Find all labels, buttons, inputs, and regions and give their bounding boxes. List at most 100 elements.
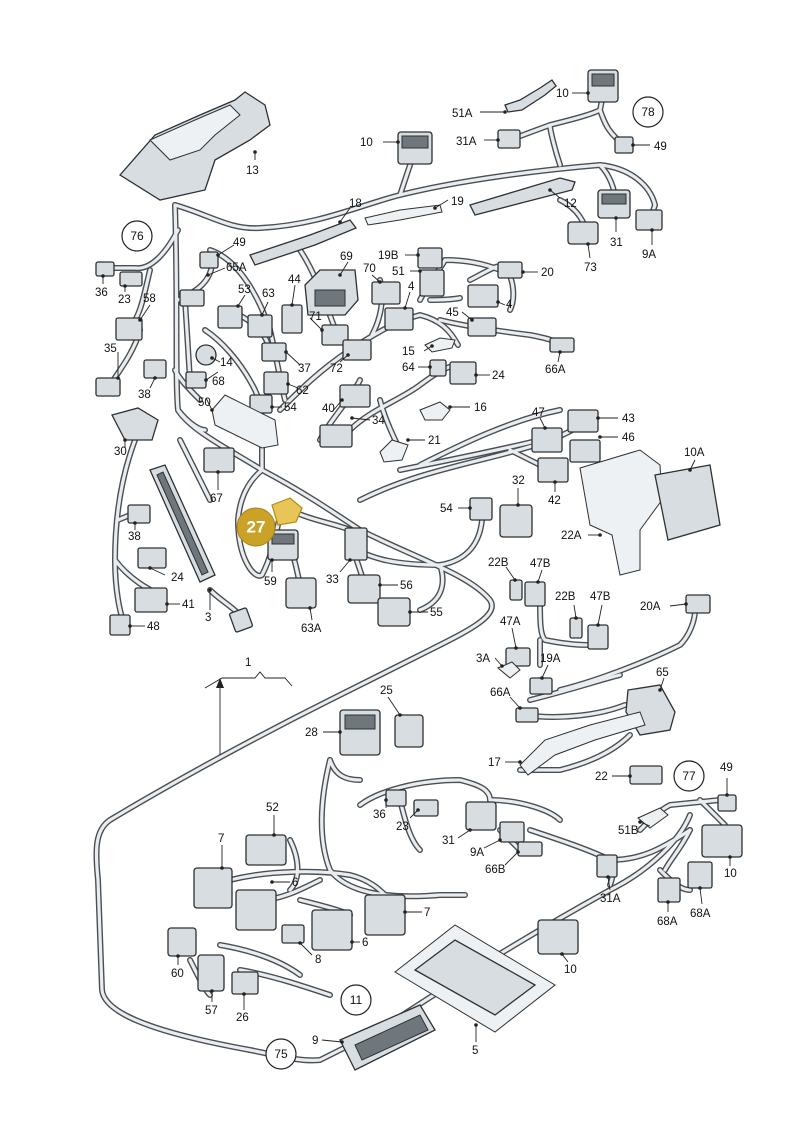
part-label: 51A — [452, 108, 473, 120]
part-label: 66A — [490, 687, 511, 699]
part-label: 57 — [205, 1005, 218, 1017]
connector-4-right — [467, 284, 499, 308]
connector-36-lower — [385, 789, 407, 807]
part-label: 24 — [171, 572, 184, 584]
part-label: 19 — [451, 196, 464, 208]
connector-10-lower — [537, 919, 579, 955]
bracket-22A — [579, 449, 663, 576]
part-label: 68A — [657, 916, 678, 928]
connector-60 — [167, 927, 197, 957]
svg-text:27: 27 — [247, 518, 266, 537]
connector-31A-lower — [596, 854, 618, 878]
connector-24-left — [137, 547, 167, 569]
part-label: 69 — [340, 251, 353, 263]
connector-73 — [567, 221, 599, 245]
clip-21 — [379, 439, 409, 463]
clip-19 — [364, 204, 443, 226]
part-label: 52 — [266, 802, 279, 814]
part-label: 62 — [296, 385, 309, 397]
part-label: 4 — [506, 299, 513, 311]
connector-42 — [537, 457, 569, 483]
part-label: 36 — [373, 809, 386, 821]
part-label: 13 — [246, 165, 259, 177]
part-label: 68A — [690, 908, 711, 920]
leader-lines — [101, 91, 732, 1044]
bracket-50 — [211, 394, 279, 449]
part-label: 30 — [114, 446, 127, 458]
part-label: 12 — [564, 198, 577, 210]
part-label: 15 — [402, 346, 415, 358]
part-label: 66B — [485, 864, 506, 876]
part-label: 10A — [684, 447, 705, 459]
part-label: 36 — [95, 287, 108, 299]
duct-17 — [519, 711, 646, 776]
part-label: 58 — [143, 293, 156, 305]
part-label: 67 — [210, 493, 223, 505]
connector-30 — [111, 407, 159, 441]
fuse-rail-3-slot — [156, 471, 209, 576]
part-label: 42 — [548, 495, 561, 507]
connector-44 — [281, 304, 303, 334]
connector-66A-top — [549, 337, 575, 353]
part-label: 22B — [555, 591, 576, 603]
rail-18 — [249, 219, 358, 266]
part-label: 59 — [264, 576, 277, 588]
relay-6-right — [311, 909, 353, 951]
connector-48 — [109, 614, 131, 636]
circle-ref-77: 77 — [673, 760, 705, 792]
part-label: 31A — [600, 893, 621, 905]
connector-8 — [281, 924, 305, 944]
sensor-14 — [195, 344, 217, 366]
part-label: 22B — [488, 557, 509, 569]
part-label: 56 — [400, 580, 413, 592]
module-9-grid — [354, 1014, 429, 1061]
part-label: 7 — [424, 907, 430, 919]
connector-49-lower — [717, 794, 737, 812]
connector-25 — [394, 714, 424, 748]
connector-68 — [185, 371, 207, 389]
connector-9A-top — [635, 209, 663, 231]
part-label: 9A — [642, 249, 656, 261]
connector-52 — [245, 834, 287, 866]
circled-references: 78 76 77 11 75 27 — [121, 96, 705, 1070]
connector-40 — [339, 384, 371, 408]
circle-ref-11: 11 — [340, 984, 372, 1016]
connector-10-right — [701, 824, 743, 858]
part-label: 51 — [392, 266, 405, 278]
part-label: 68 — [212, 376, 225, 388]
connector-51 — [419, 269, 445, 297]
part-label: 4 — [408, 281, 415, 293]
part-label: 41 — [182, 599, 195, 611]
part-label: 28 — [305, 727, 318, 739]
connector-37 — [261, 342, 287, 362]
part-label: 43 — [622, 413, 635, 425]
part-label: 60 — [171, 968, 184, 980]
part-label: 23 — [118, 294, 131, 306]
connector-22B-upper — [509, 579, 523, 601]
part-label: 20A — [640, 601, 661, 613]
connector-57 — [197, 954, 225, 992]
fuse-box-5-inner — [413, 939, 537, 1016]
connector-27 — [271, 497, 303, 526]
connector-19B — [417, 247, 443, 269]
part-label: 1 — [245, 657, 251, 669]
part-label: 44 — [288, 274, 301, 286]
part-label: 22A — [561, 530, 582, 542]
connector-66A-lower — [515, 707, 539, 723]
highlight-callout-27[interactable]: 27 — [236, 507, 276, 547]
connector-64 — [429, 359, 447, 377]
part-label: 10 — [564, 964, 577, 976]
part-label: 24 — [492, 370, 505, 382]
connector-55 — [377, 597, 411, 627]
connector-49-top — [614, 136, 634, 154]
connector-4-mid — [384, 307, 414, 331]
part-label: 47B — [530, 558, 551, 570]
part-label: 47A — [500, 616, 521, 628]
connector-31A-top — [497, 129, 521, 149]
connector-46 — [569, 439, 601, 463]
part-label: 46 — [622, 432, 635, 444]
part-label: 3A — [476, 653, 490, 665]
part-label: 10 — [556, 88, 569, 100]
part-label: 10 — [724, 868, 737, 880]
